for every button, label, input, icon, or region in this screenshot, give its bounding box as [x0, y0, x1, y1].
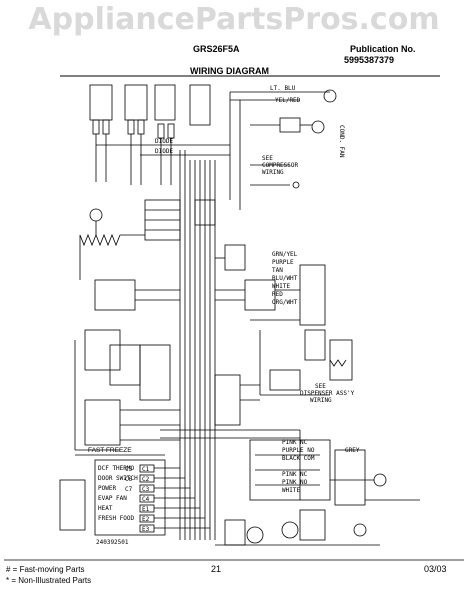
- pin-c7: C7: [125, 486, 133, 493]
- label-see-compressor: SEE: [262, 155, 273, 162]
- publication-date: 03/03: [424, 564, 447, 574]
- label-pink-nc-2: PINK NC: [282, 471, 308, 478]
- pin-e3: E3: [142, 526, 150, 533]
- label-diode-1: DIODE: [155, 138, 173, 145]
- label-heat: HEAT: [98, 505, 113, 512]
- label-cond-fan: COND. FAN: [338, 125, 345, 158]
- publication-label: Publication No.: [350, 44, 416, 54]
- label-tan: TAN: [272, 267, 283, 274]
- pin-c2: C2: [142, 476, 150, 483]
- label-pink-nc: PINK NC: [282, 439, 308, 446]
- wires: [59, 84, 420, 546]
- label-dispenser-assy: DISPENSER ASS'Y: [300, 390, 355, 397]
- label-lt-blu: LT. BLU: [270, 85, 296, 92]
- pin-e1: E1: [142, 506, 150, 513]
- label-blu-wht: BLU/WHT: [272, 275, 298, 282]
- pin-c1: C1: [142, 466, 150, 473]
- label-part-code: 240392501: [96, 539, 129, 546]
- label-white: WHITE: [272, 283, 290, 290]
- label-diode-2: DIODE: [155, 148, 173, 155]
- label-compressor: COMPRESSOR: [262, 162, 299, 169]
- pin-c6: C6: [125, 476, 133, 483]
- label-evap-fan: EVAP FAN: [98, 495, 127, 502]
- legend-fast-moving: # = Fast-moving Parts: [6, 565, 85, 574]
- label-purple-no: PURPLE NO: [282, 447, 315, 454]
- label-fresh-food: FRESH FOOD: [98, 515, 135, 522]
- label-black-com: BLACK COM: [282, 455, 315, 462]
- diagram-title: WIRING DIAGRAM: [190, 66, 269, 76]
- label-dispenser-wiring: WIRING: [310, 397, 332, 404]
- label-power: POWER: [98, 485, 116, 492]
- label-wiring: WIRING: [262, 169, 284, 176]
- label-grey: GREY: [345, 447, 360, 454]
- label-dcf-thermo: DCF THERMO: [98, 465, 135, 472]
- legend-non-illustrated: * = Non-Illustrated Parts: [6, 576, 92, 585]
- label-door-switch: DOOR SWITCH: [98, 475, 138, 482]
- label-red: RED: [272, 291, 283, 298]
- label-grn-yel: GRN/YEL: [272, 251, 298, 258]
- label-white-2: WHITE: [282, 487, 300, 494]
- publication-number: 5995387379: [344, 55, 395, 65]
- pin-c4: C4: [142, 496, 150, 503]
- label-yel-red: YEL/RED: [275, 97, 301, 104]
- label-pink-no: PINK NO: [282, 479, 308, 486]
- label-fast-freeze: FAST FREEZE: [88, 447, 132, 454]
- pin-c5: C5: [125, 466, 133, 473]
- label-purple: PURPLE: [272, 259, 294, 266]
- pin-c3: C3: [142, 486, 150, 493]
- pin-e2: E2: [142, 516, 150, 523]
- page-number: 21: [211, 564, 222, 574]
- watermark: AppliancePartsPros.com: [28, 2, 440, 37]
- model-number: GRS26F5A: [193, 44, 240, 54]
- label-org-wht: ORG/WHT: [272, 299, 298, 306]
- label-see-dispenser: SEE: [315, 383, 326, 390]
- footer-legend: # = Fast-moving Parts * = Non-Illustrate…: [6, 564, 91, 586]
